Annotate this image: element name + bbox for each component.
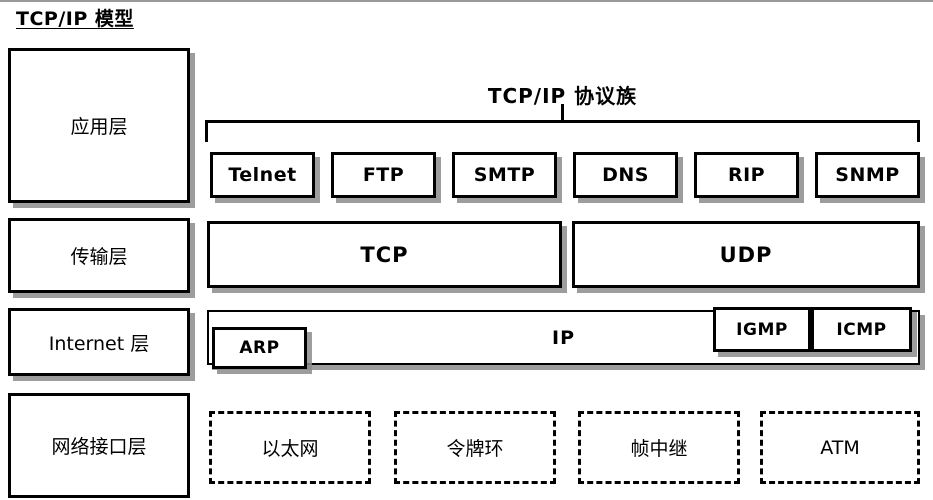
protocol-box-tcp[interactable]: TCP: [207, 221, 562, 288]
layer-label-network-interface: 网络接口层: [51, 436, 147, 458]
protocol-label-igmp: IGMP: [736, 319, 788, 340]
protocol-label-udp: UDP: [719, 242, 773, 267]
technology-box-ethernet[interactable]: 以太网: [209, 411, 371, 484]
protocol-box-rip[interactable]: RIP: [694, 152, 799, 198]
technology-label-frame-relay: 帧中继: [630, 438, 688, 460]
technology-box-token-ring[interactable]: 令牌环: [394, 411, 556, 484]
protocol-label-icmp: ICMP: [836, 319, 887, 340]
protocol-label-arp: ARP: [239, 338, 280, 358]
bracket-horizontal-line: [205, 120, 920, 123]
protocol-box-udp[interactable]: UDP: [572, 221, 920, 288]
protocol-box-icmp[interactable]: ICMP: [811, 307, 912, 352]
layer-label-transport: 传输层: [70, 246, 128, 268]
protocol-label-telnet: Telnet: [228, 164, 297, 186]
technology-label-atm: ATM: [820, 436, 860, 459]
layer-box-transport: 传输层: [8, 218, 190, 293]
layer-label-internet: Internet 层: [48, 332, 150, 355]
protocol-label-snmp: SNMP: [835, 164, 900, 186]
technology-box-atm[interactable]: ATM: [760, 411, 920, 484]
protocol-label-tcp: TCP: [360, 242, 409, 267]
protocol-label-ip: IP: [552, 326, 575, 349]
top-divider: [0, 0, 933, 2]
protocol-box-arp[interactable]: ARP: [212, 327, 307, 369]
layer-label-application: 应用层: [70, 116, 128, 138]
protocol-label-ftp: FTP: [362, 164, 405, 186]
bracket-tick-left: [205, 120, 208, 142]
protocol-box-igmp[interactable]: IGMP: [713, 307, 811, 352]
layer-box-application: 应用层: [8, 48, 190, 203]
protocol-box-dns[interactable]: DNS: [573, 152, 678, 198]
page-title: TCP/IP 模型: [16, 8, 134, 30]
protocol-box-smtp[interactable]: SMTP: [452, 152, 557, 198]
bracket-tick-right: [917, 120, 920, 142]
layer-box-network-interface: 网络接口层: [8, 393, 190, 498]
technology-label-token-ring: 令牌环: [446, 438, 504, 460]
layer-box-internet: Internet 层: [8, 308, 190, 376]
protocol-box-ftp[interactable]: FTP: [331, 152, 436, 198]
protocol-box-telnet[interactable]: Telnet: [210, 152, 315, 198]
bracket-stem: [561, 104, 564, 121]
technology-box-frame-relay[interactable]: 帧中继: [578, 411, 740, 484]
technology-label-ethernet: 以太网: [261, 438, 319, 460]
protocol-label-rip: RIP: [727, 164, 766, 186]
protocol-label-dns: DNS: [602, 164, 649, 186]
protocol-label-smtp: SMTP: [473, 164, 536, 186]
protocol-box-snmp[interactable]: SNMP: [815, 152, 920, 198]
